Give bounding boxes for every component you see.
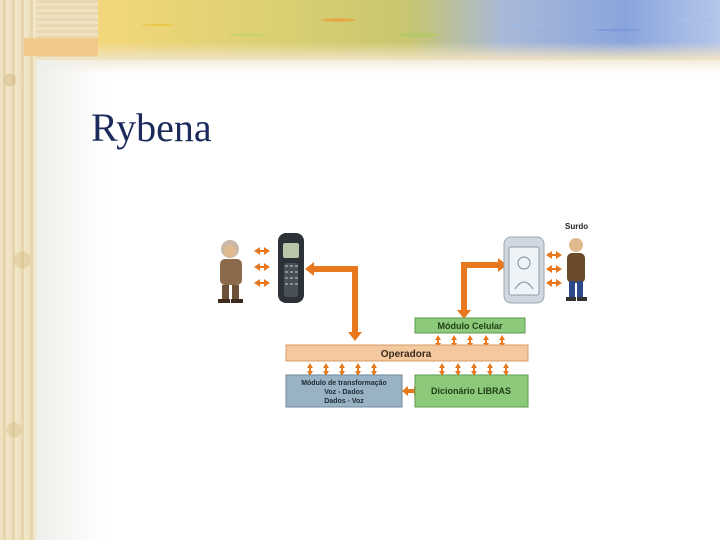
dicionario-libras-label: Dicionário LIBRAS [431,386,511,396]
flower-banner-fade [98,42,720,60]
modulo-transformacao-box [285,374,403,408]
hearing-person-icon [218,240,243,303]
parchment-left-border [0,0,36,540]
dicionario-libras-box [414,374,529,408]
left-elbow-arrow [305,262,362,341]
silver-phone-icon [503,236,545,304]
operadora-box [285,344,529,362]
black-phone-icon [278,233,304,303]
voz-dados-label: Voz - Dados [324,389,364,396]
voice-arrows-left [254,247,270,287]
rybena-diagram: Surdo Módulo Celular Operadora [210,215,600,415]
modulo-celular-box [414,317,526,334]
orange-accent-bar [24,38,98,56]
slide-title: Rybena [91,105,212,150]
operadora-lower-arrows [307,363,509,376]
deaf-label: Surdo [565,222,588,231]
dados-voz-label: Dados - Voz [324,398,364,405]
diagram-svg: Surdo Módulo Celular Operadora [218,222,588,408]
deaf-person-icon [566,238,587,301]
top-shadow-fade [36,60,720,74]
sign-arrows-right [546,251,562,287]
right-elbow-arrow [457,258,507,319]
modulo-celular-label: Módulo Celular [438,321,503,331]
modulo-transformacao-label: Módulo de transformação [301,380,387,387]
left-shadow-fade [36,60,106,540]
operadora-label: Operadora [381,349,432,360]
